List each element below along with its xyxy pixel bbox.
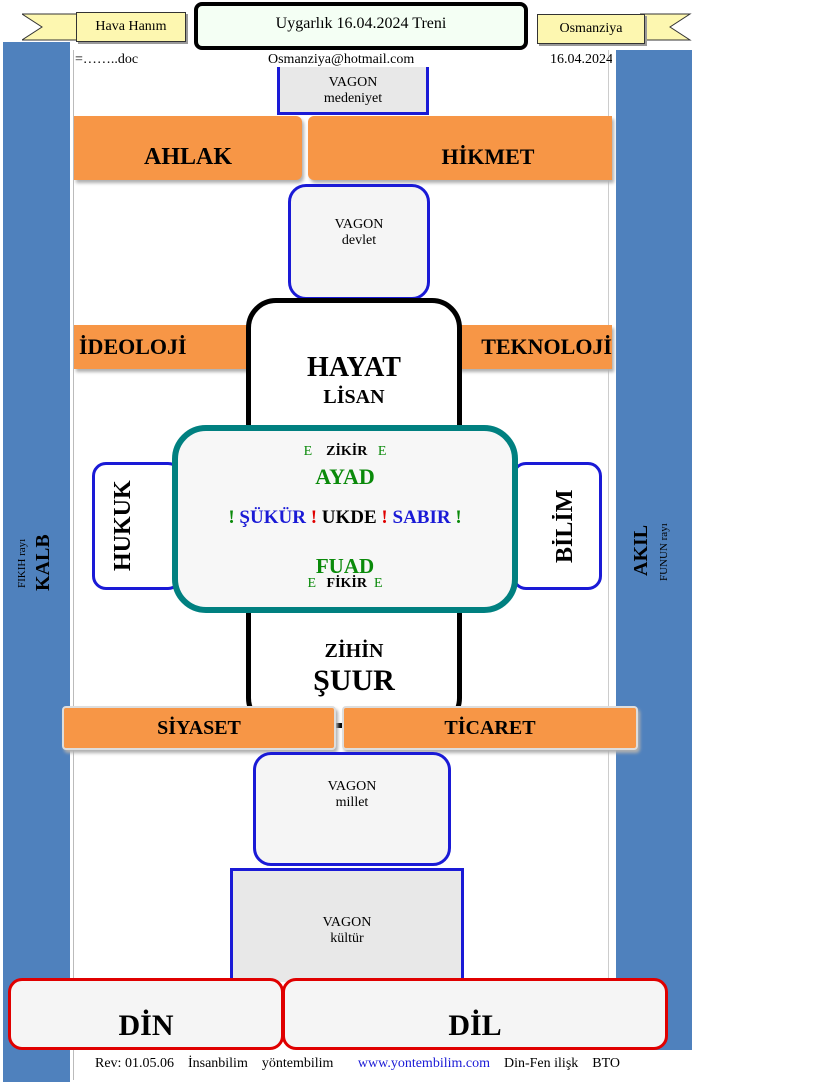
sukur-line: ! ŞÜKÜR ! UKDE ! SABIR ! xyxy=(172,507,518,529)
core-suur: ŞUUR xyxy=(313,664,395,697)
right-rail-small: FUNUN rayı xyxy=(658,523,670,581)
footer-yontembilim: yöntembilim xyxy=(261,1056,334,1071)
footer-dinfen: Din-Fen ilişk xyxy=(503,1056,579,1071)
box-hukuk xyxy=(92,462,182,590)
bar-ideoloji-label: İDEOLOJİ xyxy=(79,334,187,359)
box-hukuk-label: HUKUK xyxy=(110,480,136,572)
box-bilim-label: BİLİM xyxy=(552,489,578,563)
page-title: Uygarlık 16.04.2024 Treni xyxy=(194,2,528,50)
excl-2: ! xyxy=(310,507,318,528)
wagon-millet-line2: millet xyxy=(335,795,369,810)
fikir-line: E FİKİR E xyxy=(172,576,518,592)
footer-url[interactable]: www.yontembilim.com xyxy=(357,1056,490,1071)
page-right-edge xyxy=(608,50,609,1050)
right-banner: Osmanziya xyxy=(537,14,645,44)
wagon-millet-line1: VAGON xyxy=(327,779,377,794)
page-left-edge xyxy=(73,50,74,1080)
footer-rev: Rev: 01.05.06 xyxy=(95,1056,174,1071)
bar-siyaset: SİYASET xyxy=(62,706,336,750)
wagon-medeniyet-line2: medeniyet xyxy=(323,91,383,106)
excl-3: ! xyxy=(381,507,388,528)
wagon-medeniyet: VAGON medeniyet xyxy=(277,67,429,115)
zikir-label: ZİKİR xyxy=(326,444,368,459)
right-rail-label: AKIL xyxy=(630,524,652,576)
left-rail xyxy=(3,42,70,1082)
bar-teknoloji-label: TEKNOLOJİ xyxy=(481,334,612,359)
core-zihin: ZİHİN xyxy=(324,640,384,662)
bar-ahlak-label: AHLAK xyxy=(143,143,232,170)
zikir-e-right: E xyxy=(377,444,387,459)
left-ribbon xyxy=(22,13,81,41)
core-hayat: HAYAT xyxy=(307,352,401,383)
right-ribbon xyxy=(640,13,692,41)
wagon-devlet-line1: VAGON xyxy=(334,217,384,232)
bar-ideoloji: İDEOLOJİ xyxy=(74,325,252,369)
wagon-devlet: VAGON devlet xyxy=(288,184,430,300)
header-date: 16.04.2024 xyxy=(550,52,612,67)
sabir: SABIR xyxy=(392,507,451,528)
heart-box xyxy=(172,425,518,613)
email: Osmanziya@hotmail.com xyxy=(268,52,415,67)
fuad: FUAD xyxy=(315,554,375,578)
wagon-millet: VAGON millet xyxy=(253,752,451,866)
bar-ahlak: AHLAK xyxy=(74,116,302,180)
zikir-line: E ZİKİR E xyxy=(172,444,518,460)
base-din-label: DİN xyxy=(118,1009,174,1042)
excl-4: ! xyxy=(455,507,462,528)
footer-insanbilim: İnsanbilim xyxy=(187,1056,248,1071)
file-name: =……..doc xyxy=(75,52,139,67)
wagon-kultur-line2: kültür xyxy=(330,931,364,946)
left-rail-label: KALB xyxy=(32,534,54,592)
bar-hikmet: HİKMET xyxy=(308,116,612,180)
ukde: UKDE xyxy=(321,507,377,528)
wagon-devlet-line2: devlet xyxy=(341,233,377,248)
fikir-e-right: E xyxy=(373,576,383,591)
sukur: ŞÜKÜR xyxy=(239,507,306,528)
fikir-label: FİKİR xyxy=(326,576,367,591)
wagon-kultur-line1: VAGON xyxy=(322,915,372,930)
ayad: AYAD xyxy=(315,464,375,489)
bar-siyaset-label: SİYASET xyxy=(157,716,241,739)
bar-teknoloji: TEKNOLOJİ xyxy=(458,325,612,369)
excl-1: ! xyxy=(228,507,235,528)
footer: Rev: 01.05.06 İnsanbilim yöntembilim www… xyxy=(95,1056,620,1072)
base-din: DİN xyxy=(8,978,284,1050)
bar-ticaret-label: TİCARET xyxy=(444,716,536,739)
wagon-medeniyet-line1: VAGON xyxy=(328,75,378,90)
left-rail-small: FIKIH rayı xyxy=(16,538,28,588)
bar-hikmet-label: HİKMET xyxy=(441,144,535,169)
wagon-kultur: VAGON kültür xyxy=(230,868,464,982)
zikir-e-left: E xyxy=(303,444,313,459)
core-lisan: LİSAN xyxy=(323,386,385,408)
fikir-e-left: E xyxy=(307,576,317,591)
bar-ticaret: TİCARET xyxy=(342,706,638,750)
right-rail xyxy=(616,50,692,1050)
box-bilim xyxy=(512,462,602,590)
left-banner: Hava Hanım xyxy=(76,12,186,42)
footer-bto: BTO xyxy=(592,1056,621,1071)
base-dil-label: DİL xyxy=(448,1009,502,1042)
base-dil: DİL xyxy=(282,978,668,1050)
